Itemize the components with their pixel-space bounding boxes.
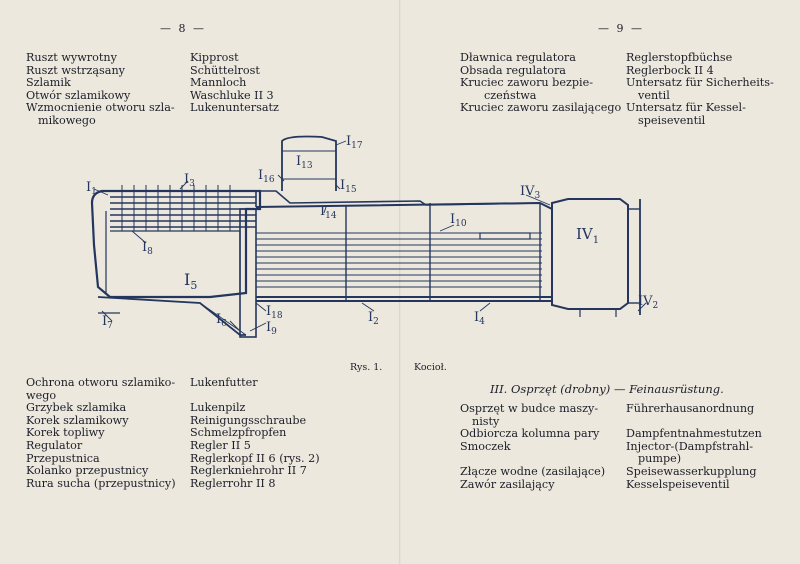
firebox-inner [110,230,241,293]
term-pl: Szlamik [26,76,71,90]
term-de: Kesselspeiseventil [626,477,730,491]
label-I10: I10 [450,212,467,229]
term-de: Reglerrohr II 8 [190,476,276,490]
term-de: Schüttelrost [190,63,260,77]
leader-lines [93,140,647,332]
stay-bolt-heads [121,185,231,231]
term-de: Untersatz für Sicherheits- [626,76,774,90]
term-pl: nisty [472,414,500,428]
term-de: Speisewasserkupplung [626,464,757,478]
term-de: ventil [638,88,670,102]
stay-bolts [110,196,256,228]
term-pl: Otwór szlamikowy [26,88,131,102]
term-pl: Ochrona otworu szlamiko- [26,376,176,389]
term-de: Mannloch [190,76,247,90]
label-I14: I14 [320,204,337,221]
term-pl: Przepustnica [26,451,100,465]
label-I18: I18 [266,304,283,321]
label-I9: I9 [266,320,277,337]
label-I7: I7 [102,314,113,331]
smokebox [551,198,629,310]
term-pl: wego [26,388,57,402]
term-pl: Dławnica regulatora [460,51,576,64]
term-de: Reglerkopf II 6 (rys. 2) [190,451,320,465]
label-I2: I2 [368,310,379,327]
term-de: Injector-(Dampfstrahl- [626,439,754,453]
barrel-top [255,190,541,207]
term-pl: Korek topliwy [26,426,105,440]
grate-slope [97,296,246,336]
term-pl: Wzmocnienie otworu szla- [26,101,175,115]
label-I5: I5 [184,270,197,292]
bottom-right-german-list: Führerhausanordnung Dampfentnahmestutzen… [626,402,762,491]
term-pl: Kruciec zaworu bezpie- [460,76,593,90]
term-pl: Grzybek szlamika [26,401,127,415]
figure-number: Rys. 1. [350,362,383,373]
term-de: Regler II 5 [190,438,251,452]
term-pl: Regulator [26,438,83,452]
term-pl: Kruciec zaworu zasilającego [460,101,622,115]
term-de: speiseventil [638,113,706,127]
section-heading: III. Osprzęt (drobny) — Feinausrüstung. [490,382,724,396]
bottom-left-polish-list: Ochrona otworu szlamiko- wego Grzybek sz… [26,376,176,490]
page-number-left: — 8 — [160,22,206,35]
term-de: Führerhausanordnung [626,402,755,415]
label-I16: I16 [258,168,275,185]
steam-dome [281,135,337,191]
term-pl: Odbiorcza kolumna pary [460,427,600,441]
term-pl: czeństwa [484,88,537,102]
term-de: Dampfentnahmestutzen [626,427,762,441]
term-pl: Obsada regulatora [460,63,566,77]
term-pl: Korek szlamikowy [26,413,129,427]
boiler-diagram: I1 I3 I8 I5 I7 I6 I18 I9 I2 I4 I10 I13 I… [86,134,658,338]
regulator-rod [479,232,531,240]
term-pl: Zawór zasilający [460,477,555,491]
term-de: Reglerbock II 4 [626,63,714,77]
term-de: Reglerstopfbüchse [626,51,733,64]
term-pl: Złącze wodne (zasilające) [460,464,606,478]
term-pl: Ruszt wstrząsany [26,63,125,77]
top-left-polish-list: Ruszt wywrotny Ruszt wstrząsany Szlamik … [26,51,175,128]
page-gutter [399,0,401,564]
label-I8: I8 [142,240,153,257]
term-pl: Rura sucha (przepustnicy) [26,476,176,490]
term-pl: mikowego [38,113,96,127]
label-IV1: IV1 [576,225,599,246]
label-I3: I3 [184,172,195,189]
figure-title: Kocioł. [414,362,447,373]
term-de: Lukenuntersatz [190,101,279,115]
term-pl: Osprzęt w budce maszy- [460,402,599,415]
label-I4: I4 [474,310,485,327]
term-de: Untersatz für Kessel- [626,101,746,115]
label-IV3: IV3 [520,184,541,201]
boiler-tubes [256,232,542,288]
term-pl: Kolanko przepustnicy [26,464,149,478]
bottom-right-polish-list: Osprzęt w budce maszy- nisty Odbiorcza k… [460,402,606,491]
firebox-shell [90,189,262,299]
bottom-left-german-list: Lukenfutter Lukenpilz Reinigungsschraube… [190,376,320,490]
label-I1: I1 [86,180,97,197]
barrel-shell [255,201,553,298]
label-I17: I17 [346,134,363,151]
label-I6: I6 [216,312,227,329]
term-de: Kipprost [190,51,239,64]
term-de: Waschluke II 3 [190,88,274,102]
label-I15: I15 [340,178,357,195]
term-de: Reinigungsschraube [190,413,307,427]
term-pl: Ruszt wywrotny [26,51,117,64]
term-de: pumpe) [638,452,682,466]
term-de: Schmelzpfropfen [190,426,287,440]
term-de: Lukenfutter [190,376,258,389]
term-pl: Smoczek [460,439,511,453]
term-de: Lukenpilz [190,401,246,415]
page-number-right: — 9 — [598,22,644,35]
term-de: Reglerkniehrohr II 7 [190,464,307,478]
top-right-polish-list: Dławnica regulatora Obsada regulatora Kr… [460,51,622,115]
top-right-german-list: Reglerstopfbüchse Reglerbock II 4 Unters… [626,51,774,128]
label-IV2: IV2 [638,294,658,311]
tube-plate [239,208,257,338]
top-left-german-list: Kipprost Schüttelrost Mannloch Waschluke… [190,51,279,115]
label-I13: I13 [296,154,313,171]
